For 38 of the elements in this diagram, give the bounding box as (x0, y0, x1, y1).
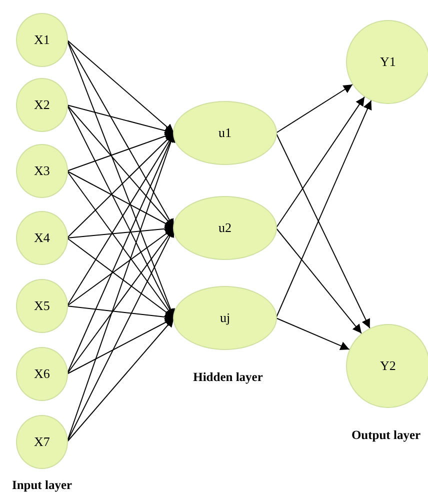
arrow (66, 306, 174, 322)
node-label: Y2 (380, 358, 396, 374)
node-label: u2 (218, 220, 232, 236)
input-node (16, 347, 68, 401)
node-label: Y1 (380, 54, 396, 70)
node-label: X4 (34, 230, 50, 246)
input-node (16, 144, 68, 198)
arrow (276, 132, 370, 329)
layer-label: Input layer (12, 478, 72, 493)
arrow (66, 238, 174, 318)
node-label: X5 (34, 298, 50, 314)
arrow (66, 40, 174, 134)
node-label: X2 (34, 97, 50, 113)
arrow (276, 100, 372, 318)
arrow (66, 224, 174, 238)
node-label: X1 (34, 32, 50, 48)
arrow (66, 170, 174, 228)
arrow (276, 228, 362, 334)
layer-label: Hidden layer (193, 370, 263, 385)
node-label: X7 (34, 434, 50, 450)
input-node (16, 13, 68, 67)
arrow (276, 84, 354, 134)
arrow (276, 318, 350, 350)
layer-label: Output layer (351, 428, 421, 443)
input-node (16, 279, 68, 333)
arrow (66, 318, 174, 374)
arrow (66, 132, 174, 172)
node-label: X3 (34, 163, 50, 179)
node-label: uj (220, 310, 230, 326)
arrow (66, 318, 174, 442)
node-label: X6 (34, 366, 50, 382)
arrow (276, 96, 365, 228)
node-label: u1 (218, 125, 232, 141)
input-node (16, 415, 68, 469)
arrow (66, 104, 174, 136)
input-node (16, 78, 68, 132)
input-node (16, 211, 68, 265)
arrow (66, 228, 174, 306)
